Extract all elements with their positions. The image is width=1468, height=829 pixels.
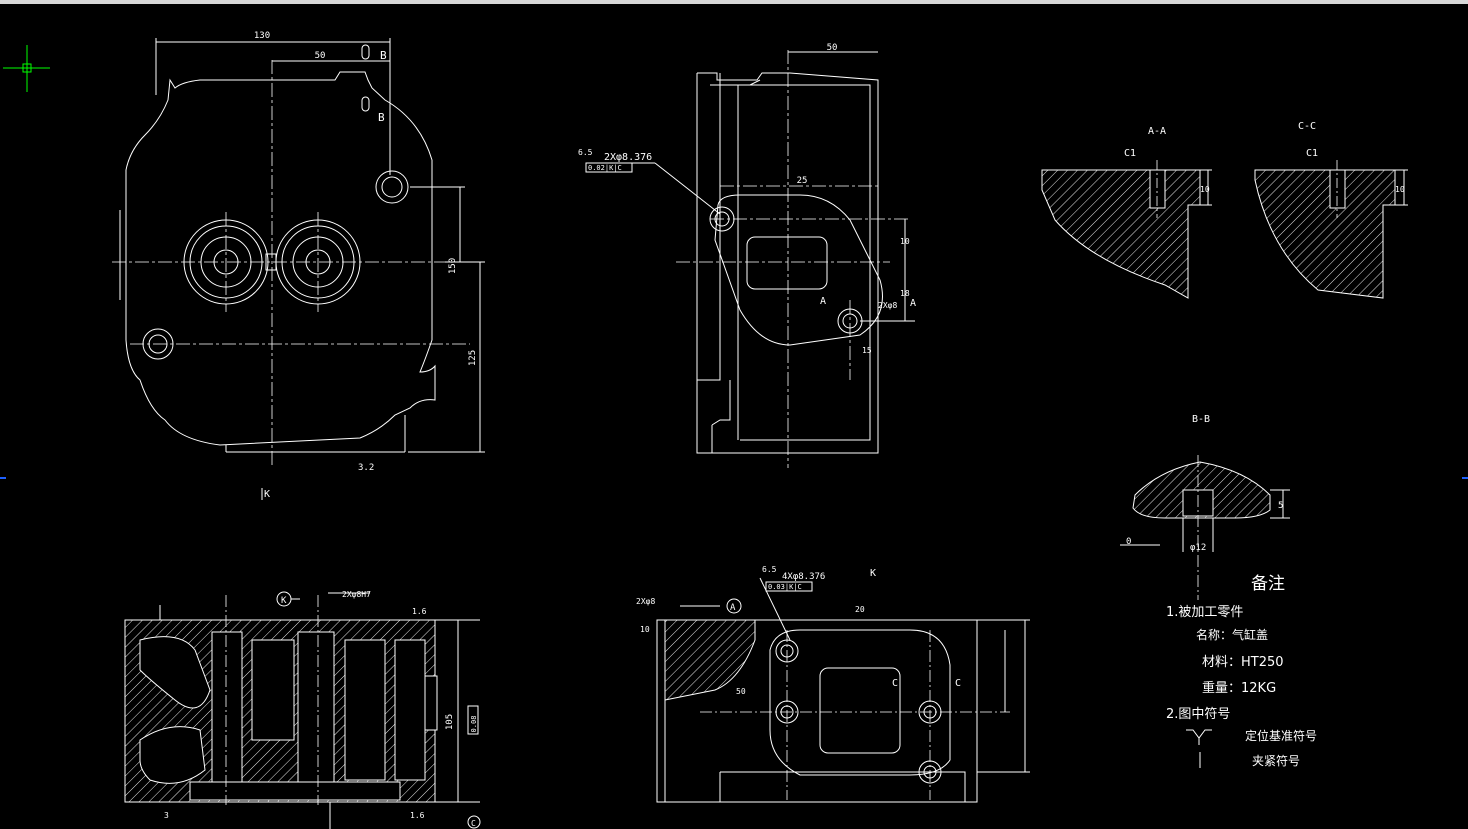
dim-height-105: 105 [445,714,455,730]
section-bb-left: 0 [1126,537,1131,547]
roughness-1-6a: 1.6 [412,607,427,616]
hole-note-2x: 2Xφ8H7 [342,590,371,599]
circle-k-label: K [281,596,287,606]
roughness-6-5: 6.5 [578,148,593,157]
notes-name: 名称：气缸盖 [1196,628,1269,642]
section-bb-dia: φ12 [1190,543,1206,553]
locate-symbol-icon [1186,729,1212,739]
front-view-labels: 130 50 B B 150 125 3.2 K [254,31,478,500]
dim-right-18: 18 [900,289,910,298]
notes-locate-symbol: 定位基准符号 [1245,729,1318,743]
top-ruler-bar [0,0,1468,4]
dim-hole-2x: 2Xφ8 [878,301,897,310]
section-b-label-2: B [378,111,385,124]
section-aa-chamfer: C1 [1124,148,1136,159]
bottom-left-labels: K 2Xφ8H7 105 0.08 1.6 1.6 C 3 [164,590,478,828]
section-cc-dim: 10 [1395,185,1405,194]
section-cc-chamfer: C1 [1306,148,1318,159]
section-a-left: A [820,296,826,307]
legend-symbols [1186,729,1212,768]
section-cc-labels: C-C C1 10 [1298,121,1405,194]
section-c-label-2: C [955,678,961,689]
crosshair-cursor [3,45,50,92]
dim-20: 20 [855,605,865,614]
notes-clamp-symbol: 夹紧符号 [1252,754,1301,768]
tolerance-frame-2: 0.03|K|C [768,583,802,591]
section-bb-labels: B-B φ12 5 0 [1126,414,1283,553]
dim-vertical-150: 150 [448,258,458,274]
view-k-label: K [870,568,876,579]
section-aa [1041,160,1212,299]
dim-half-50: 50 [315,51,326,61]
view-arrow-k: K [264,489,270,500]
dim-bottom-15: 15 [862,346,872,355]
front-view [112,38,485,500]
section-b-label: B [380,49,387,62]
roughness-3: 3 [164,811,169,820]
notes-item-2: 2.图中符号 [1166,707,1231,722]
dim-left-2x: 2Xφ8 [636,597,655,606]
section-bb-height: 5 [1278,501,1283,511]
section-aa-dim: 10 [1200,185,1210,194]
hole-note: 2Xφ8.376 [604,152,652,163]
dim-vertical-125: 125 [468,350,478,366]
circle-a-label: A [730,603,736,613]
section-bb-title: B-B [1192,414,1210,425]
tolerance-frame: 0.02|K|C [588,164,622,172]
section-cc-title: C-C [1298,121,1316,132]
roughness-3-2: 3.2 [358,463,374,473]
dim-25: 25 [797,176,808,186]
dim-10: 10 [640,625,650,634]
bottom-left-section [124,591,481,829]
notes-item-1: 1.被加工零件 [1166,605,1244,620]
side-view [585,50,915,468]
section-aa-title: A-A [1148,126,1166,137]
dim-right-10: 10 [900,237,910,246]
dim-total-130: 130 [254,31,270,41]
section-aa-labels: A-A C1 10 [1124,126,1210,194]
dim-50: 50 [827,43,838,53]
notes-material: 材料：HT250 [1202,655,1284,670]
notes-weight: 重量：12KG [1202,681,1277,696]
side-view-labels: 50 25 2Xφ8.376 0.02|K|C 6.5 10 18 A A 2X… [578,43,916,355]
hole-note-4x: 4Xφ8.376 [782,572,825,582]
section-c-label-1: C [892,678,898,689]
notes-heading: 备注 [1251,574,1285,594]
dim-50b: 50 [736,687,746,696]
section-a-right: A [910,298,916,309]
section-cc [1254,160,1408,299]
circle-c-label: C [471,819,476,828]
section-bb [1120,455,1290,600]
roughness-6-5b: 6.5 [762,565,777,574]
bottom-right-labels: K 4Xφ8.376 0.03|K|C 6.5 2Xφ8 A 20 50 10 … [636,565,961,696]
roughness-1-6b: 1.6 [410,811,425,820]
bottom-right-view [656,577,1030,803]
tolerance-box: 0.08 [470,716,478,733]
